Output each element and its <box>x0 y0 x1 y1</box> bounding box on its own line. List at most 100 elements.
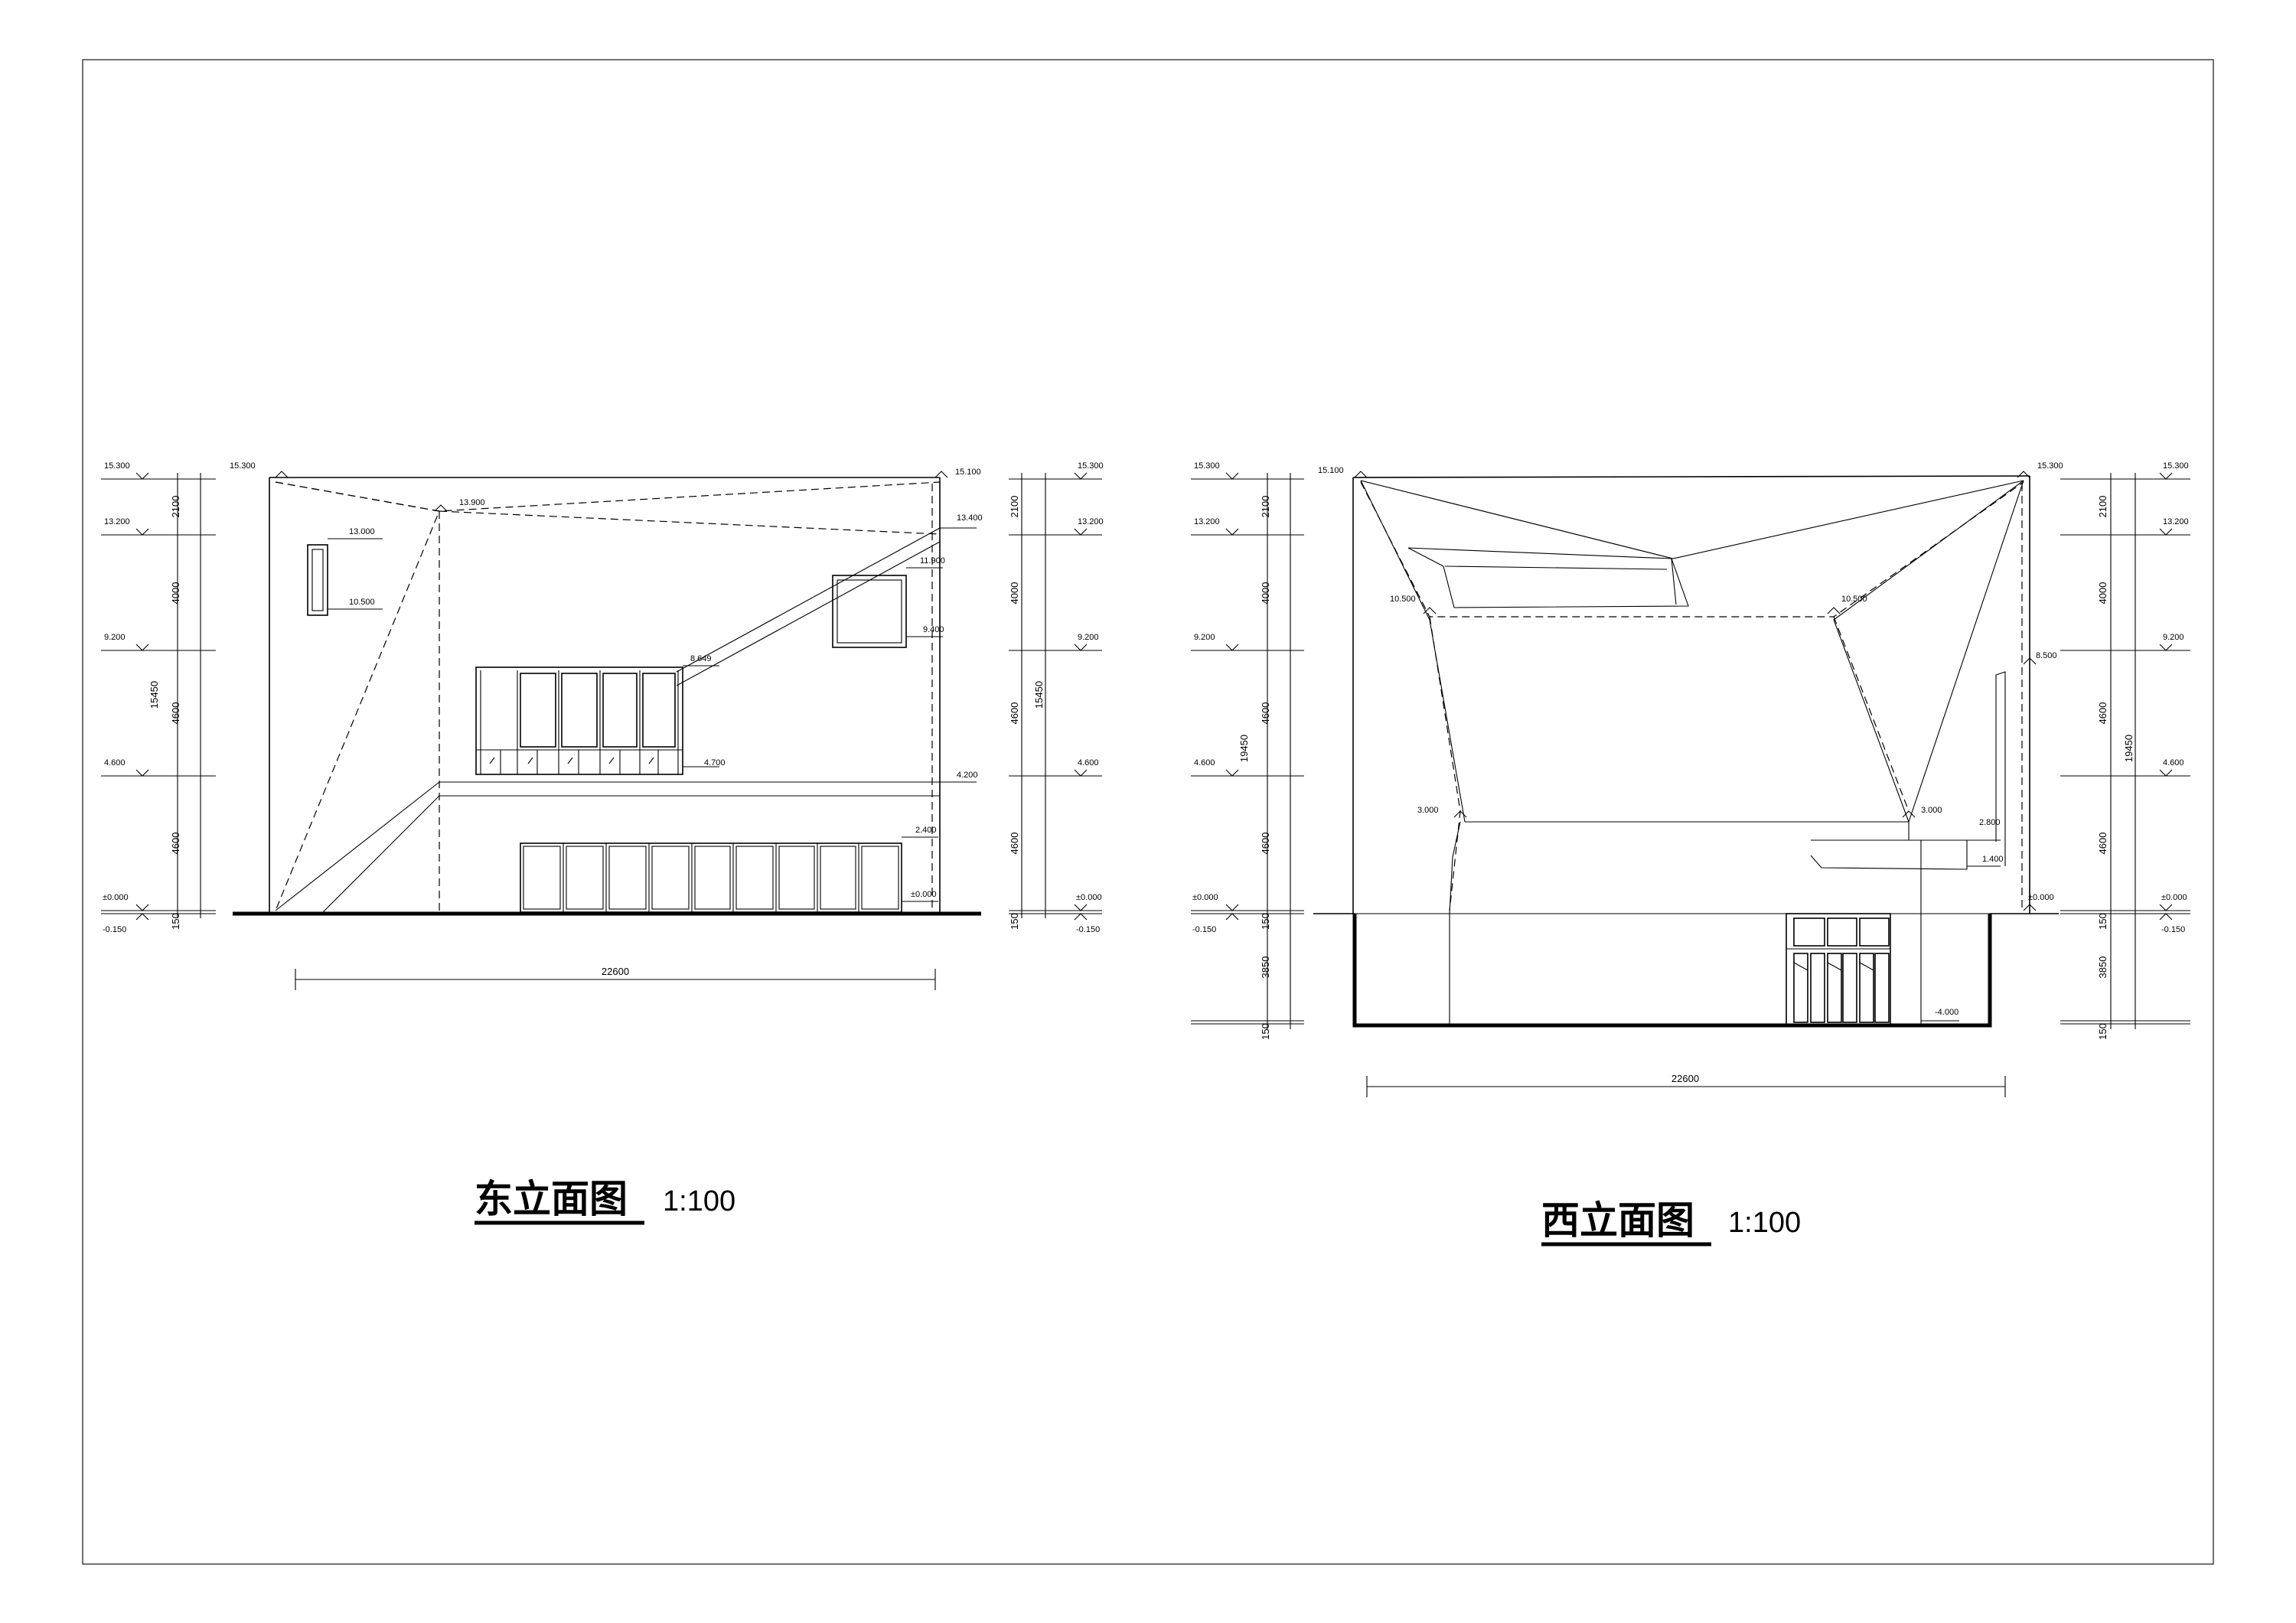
east-inner-ground: ±0.000 <box>911 890 937 899</box>
east-elevation: 15.300 13.200 9.200 4.600 ±0.000 -0.150 … <box>101 461 1104 1225</box>
east-title: 东立面图 <box>475 1177 628 1221</box>
east-ground-doors <box>520 842 902 913</box>
east-inner-top-left: 15.300 <box>230 461 256 471</box>
east-left-dim-3: 4600 <box>170 702 181 725</box>
west-left-dim-7: 150 <box>1260 1023 1271 1040</box>
west-right-dim-5: 150 <box>2097 913 2108 930</box>
west-left-level-2: 13.200 <box>1194 517 1220 526</box>
east-building-outline <box>233 477 981 916</box>
east-inner-square-top: 11.900 <box>920 556 945 565</box>
east-right-dim-3: 4600 <box>1009 702 1020 725</box>
east-inner-band-top: 8.649 <box>690 654 712 663</box>
east-width-value: 22600 <box>602 966 629 977</box>
west-right-total-height: 19450 <box>2123 735 2135 762</box>
west-inner-left-low: 3.000 <box>1417 806 1439 815</box>
east-left-level-1: 15.300 <box>104 461 130 471</box>
west-right-level-2: 13.200 <box>2163 517 2189 526</box>
east-internal-levels: 15.300 15.100 13.900 13.000 10.500 13.40… <box>230 461 983 902</box>
west-width-dimension: 22600 <box>1366 1073 2006 1097</box>
west-left-level-6: -0.150 <box>1192 925 1216 934</box>
east-right-level-3: 9.200 <box>1078 633 1099 642</box>
east-left-level-2: 13.200 <box>104 517 130 526</box>
east-inner-top-right: 15.100 <box>955 468 981 477</box>
east-ribbon-window <box>475 666 683 775</box>
east-left-level-column: 15.300 13.200 9.200 4.600 ±0.000 -0.150 … <box>101 461 216 934</box>
east-right-dim-1: 2100 <box>1009 496 1020 518</box>
west-left-level-3: 9.200 <box>1194 633 1215 642</box>
east-right-level-1: 15.300 <box>1078 461 1104 471</box>
east-left-level-5: ±0.000 <box>103 893 129 902</box>
west-right-dim-1: 2100 <box>2097 496 2108 518</box>
west-internal-levels: 15.100 15.300 10.500 10.500 8.500 3.000 … <box>1318 461 2063 1022</box>
west-title: 西立面图 <box>1541 1198 1694 1243</box>
west-left-dim-4: 4600 <box>1260 833 1271 855</box>
west-left-dim-2: 4000 <box>1260 582 1271 605</box>
east-right-level-4: 4.600 <box>1078 758 1099 768</box>
east-inner-right-high: 13.400 <box>957 513 983 523</box>
east-right-level-2: 13.200 <box>1078 517 1104 526</box>
east-right-dim-2: 4000 <box>1009 582 1020 605</box>
west-right-dim-3: 4600 <box>2097 702 2108 725</box>
east-left-dim-2: 4000 <box>170 582 181 605</box>
east-left-level-6: -0.150 <box>103 925 126 934</box>
east-left-level-4: 4.600 <box>104 758 126 768</box>
east-left-dim-4: 4600 <box>170 833 181 855</box>
west-right-level-1: 15.300 <box>2163 461 2189 471</box>
west-inner-basement: -4.000 <box>1935 1008 1958 1017</box>
west-inner-right-low: 3.000 <box>1921 806 1942 815</box>
east-inner-mid: 13.900 <box>459 498 485 507</box>
west-right-dim-7: 150 <box>2097 1023 2108 1040</box>
west-left-level-4: 4.600 <box>1194 758 1215 768</box>
east-right-dim-4: 4600 <box>1009 833 1020 855</box>
west-left-level-column: 15.300 13.200 9.200 4.600 ±0.000 -0.150 … <box>1191 461 1304 1040</box>
west-left-dim-5: 150 <box>1260 913 1271 930</box>
east-inner-door-top: 2.400 <box>915 826 937 835</box>
west-right-dim-4: 4600 <box>2097 833 2108 855</box>
east-inner-ledge: 4.200 <box>957 771 978 780</box>
east-inner-band-bottom: 4.700 <box>704 758 726 768</box>
west-left-total-height: 19450 <box>1238 735 1250 762</box>
west-right-level-column: 15.300 13.200 9.200 4.600 ±0.000 -0.150 … <box>2060 461 2190 1040</box>
west-left-dim-6: 3850 <box>1260 957 1271 979</box>
west-title-block: 西立面图 1:100 <box>1541 1198 1801 1247</box>
west-right-level-4: 4.600 <box>2163 758 2184 768</box>
west-left-dim-3: 4600 <box>1260 702 1271 725</box>
west-left-level-5: ±0.000 <box>1192 893 1218 902</box>
east-inner-window-bottom: 10.500 <box>349 598 375 607</box>
east-right-level-column: 15.300 13.200 9.200 4.600 ±0.000 -0.150 … <box>1009 461 1104 934</box>
east-left-dim-1: 2100 <box>170 496 181 518</box>
west-inner-top-right: 15.300 <box>2037 461 2063 471</box>
west-width-value: 22600 <box>1671 1073 1699 1084</box>
east-left-level-3: 9.200 <box>104 633 126 642</box>
sheet-border <box>82 59 2214 1565</box>
west-left-dim-1: 2100 <box>1260 496 1271 518</box>
east-right-total-height: 15450 <box>1033 681 1045 709</box>
west-inner-canopy-top: 2.800 <box>1979 818 2001 827</box>
west-inner-ground: ±0.000 <box>2028 893 2054 902</box>
west-right-dim-6: 3850 <box>2097 957 2108 979</box>
east-scale: 1:100 <box>663 1185 735 1217</box>
west-elevation: 15.300 13.200 9.200 4.600 ±0.000 -0.150 … <box>1191 461 2190 1247</box>
west-inner-right-tall: 8.500 <box>2036 651 2057 660</box>
west-right-dim-2: 4000 <box>2097 582 2108 605</box>
west-left-level-1: 15.300 <box>1194 461 1220 471</box>
east-left-dim-5: 150 <box>170 913 181 930</box>
west-right-level-6: -0.150 <box>2161 925 2185 934</box>
east-right-dim-5: 150 <box>1009 913 1020 930</box>
west-inner-right-mid: 10.500 <box>1841 595 1867 604</box>
west-inner-top-left: 15.100 <box>1318 466 1344 475</box>
west-right-level-5: ±0.000 <box>2161 893 2187 902</box>
east-right-level-6: -0.150 <box>1076 925 1100 934</box>
west-inner-canopy-bottom: 1.400 <box>1982 855 2004 864</box>
east-square-window <box>832 575 907 648</box>
west-basement-door <box>1786 913 1891 1026</box>
west-right-level-3: 9.200 <box>2163 633 2184 642</box>
west-building-outline <box>1313 475 2059 1028</box>
east-inner-square-bottom: 9.400 <box>923 625 944 634</box>
east-right-level-5: ±0.000 <box>1076 893 1102 902</box>
east-small-window <box>307 544 328 616</box>
east-width-dimension: 22600 <box>295 966 936 990</box>
east-left-total-height: 15450 <box>148 681 160 709</box>
east-title-block: 东立面图 1:100 <box>475 1177 735 1225</box>
